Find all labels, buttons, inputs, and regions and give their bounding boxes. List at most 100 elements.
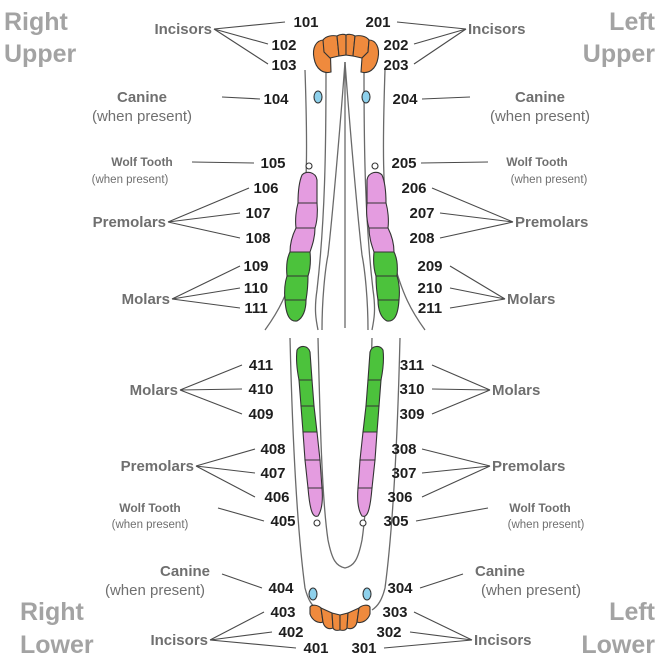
tooth-104 bbox=[314, 91, 322, 103]
number-305: 305 bbox=[383, 513, 408, 530]
number-201: 201 bbox=[365, 14, 390, 31]
tooth-209 bbox=[374, 252, 398, 276]
quadrant-left-lower-line1: Left bbox=[609, 598, 656, 626]
tooth-205 bbox=[372, 163, 378, 169]
tooth-106 bbox=[298, 172, 317, 203]
upper-left-molars bbox=[374, 252, 400, 321]
upper-right-premolars bbox=[290, 172, 317, 252]
number-411: 411 bbox=[249, 357, 273, 374]
label-incisors-lower-left: Incisors bbox=[474, 632, 532, 649]
number-104: 104 bbox=[263, 91, 289, 108]
tooth-208 bbox=[369, 228, 394, 252]
lower-incisors bbox=[310, 605, 370, 630]
quadrant-left-upper-line1: Left bbox=[609, 8, 656, 36]
quadrant-left-lower-line2: Lower bbox=[581, 631, 655, 659]
tooth-306 bbox=[358, 488, 372, 516]
label-molars-lower-right: Molars bbox=[130, 382, 178, 399]
tooth-402 bbox=[321, 608, 333, 629]
lower-right-molars bbox=[297, 346, 317, 432]
tooth-111 bbox=[285, 300, 306, 321]
lower-right-premolars bbox=[303, 432, 322, 516]
number-101: 101 bbox=[293, 14, 318, 31]
number-107: 107 bbox=[245, 205, 270, 222]
tooth-411 bbox=[297, 346, 312, 380]
label-wolf-tooth-upper-right: Wolf Tooth bbox=[111, 155, 173, 169]
number-403: 403 bbox=[270, 604, 295, 621]
label-wolf-tooth-lower-right: Wolf Tooth bbox=[119, 501, 181, 515]
number-207: 207 bbox=[409, 205, 434, 222]
tooth-110 bbox=[285, 276, 308, 300]
tooth-405 bbox=[314, 520, 320, 526]
label-wolf-tooth-lower-left: Wolf Tooth bbox=[509, 501, 571, 515]
quadrant-right-lower-line2: Lower bbox=[20, 631, 94, 659]
number-308: 308 bbox=[391, 441, 416, 458]
tooth-404 bbox=[309, 588, 317, 600]
label-incisors-lower-right: Incisors bbox=[150, 632, 208, 649]
label-canine-lower-right: Canine bbox=[160, 563, 210, 580]
tooth-105 bbox=[306, 163, 312, 169]
label-canine-when-present-lower-right: (when present) bbox=[105, 582, 205, 599]
tooth-304 bbox=[363, 588, 371, 600]
number-209: 209 bbox=[417, 258, 442, 275]
number-202: 202 bbox=[383, 37, 408, 54]
number-407: 407 bbox=[260, 465, 285, 482]
lower-left-premolars bbox=[358, 432, 377, 516]
number-410: 410 bbox=[248, 381, 273, 398]
label-wolf-when-present-upper-left: (when present) bbox=[511, 174, 588, 186]
number-110: 110 bbox=[244, 280, 268, 297]
label-wolf-when-present-lower-left: (when present) bbox=[508, 519, 585, 531]
tooth-101 bbox=[337, 34, 346, 56]
number-204: 204 bbox=[392, 91, 418, 108]
label-canine-upper-left: Canine bbox=[515, 89, 565, 106]
number-210: 210 bbox=[417, 280, 442, 297]
upper-right-molars bbox=[285, 252, 311, 321]
number-409: 409 bbox=[248, 406, 273, 423]
number-103: 103 bbox=[271, 57, 296, 74]
tooth-210 bbox=[376, 276, 399, 300]
number-303: 303 bbox=[382, 604, 407, 621]
label-molars-lower-left: Molars bbox=[492, 382, 540, 399]
label-wolf-tooth-upper-left: Wolf Tooth bbox=[506, 155, 568, 169]
quadrant-left-upper-line2: Upper bbox=[583, 40, 656, 68]
tooth-407 bbox=[305, 460, 322, 488]
number-405: 405 bbox=[270, 513, 295, 530]
label-incisors-upper-right: Incisors bbox=[154, 21, 212, 38]
number-307: 307 bbox=[391, 465, 416, 482]
number-309: 309 bbox=[399, 406, 424, 423]
label-canine-upper-right: Canine bbox=[117, 89, 167, 106]
quadrant-right-upper-line1: Right bbox=[4, 8, 69, 36]
number-211: 211 bbox=[418, 300, 442, 317]
number-311: 311 bbox=[400, 357, 424, 374]
tooth-307 bbox=[358, 460, 375, 488]
tooth-310 bbox=[366, 380, 381, 406]
number-106: 106 bbox=[253, 180, 278, 197]
number-408: 408 bbox=[260, 441, 285, 458]
label-incisors-upper-left: Incisors bbox=[468, 21, 526, 38]
lower-left-molars bbox=[363, 346, 383, 432]
number-302: 302 bbox=[376, 624, 401, 641]
tooth-401 bbox=[332, 613, 340, 630]
quadrant-right-upper-line2: Upper bbox=[4, 40, 77, 68]
tooth-211 bbox=[378, 300, 399, 321]
label-premolars-upper-right: Premolars bbox=[93, 214, 166, 231]
label-canine-when-present-upper-left: (when present) bbox=[490, 108, 590, 125]
tooth-107 bbox=[296, 203, 318, 228]
number-304: 304 bbox=[387, 580, 413, 597]
label-canine-lower-left: Canine bbox=[475, 563, 525, 580]
number-208: 208 bbox=[409, 230, 434, 247]
label-wolf-when-present-lower-right: (when present) bbox=[112, 519, 189, 531]
tooth-311 bbox=[368, 346, 383, 380]
tooth-108 bbox=[290, 228, 315, 252]
number-306: 306 bbox=[387, 489, 412, 506]
number-102: 102 bbox=[271, 37, 296, 54]
label-molars-upper-left: Molars bbox=[507, 291, 555, 308]
number-203: 203 bbox=[383, 57, 408, 74]
number-109: 109 bbox=[243, 258, 268, 275]
number-105: 105 bbox=[260, 155, 285, 172]
number-402: 402 bbox=[278, 624, 303, 641]
number-205: 205 bbox=[391, 155, 416, 172]
tooth-206 bbox=[367, 172, 386, 203]
number-401: 401 bbox=[303, 640, 328, 657]
number-301: 301 bbox=[351, 640, 376, 657]
